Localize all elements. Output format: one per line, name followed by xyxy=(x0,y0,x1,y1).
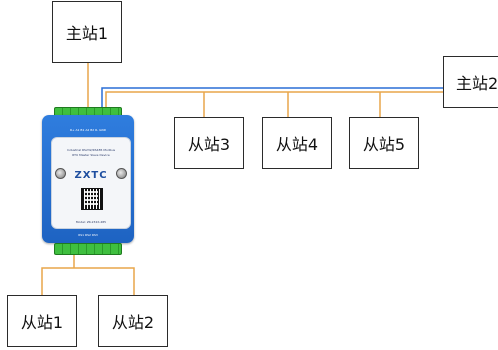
device-title-line1: Industrial RS232/RS485 Modbus xyxy=(66,148,116,152)
device-model: Model: ZK-232X-485 xyxy=(75,220,107,224)
slave-station-1: 从站1 xyxy=(7,295,77,347)
slave-station-5-label: 从站5 xyxy=(362,135,406,154)
device-front-panel: Industrial RS232/RS485 Modbus RTU Master… xyxy=(51,137,131,229)
qr-code-icon xyxy=(81,188,103,210)
modbus-gateway-device: R+ A1 B1 A2 B2 R- GND Industrial RS232/R… xyxy=(40,107,136,255)
slave-station-3-label: 从站3 xyxy=(187,135,231,154)
wire-bus-orange xyxy=(105,91,443,114)
master-station-2: 主站2 xyxy=(443,56,498,108)
wire-bottom-bus xyxy=(41,267,135,295)
device-title-line2: RTU Master Slave Device xyxy=(72,153,110,157)
slave-station-5: 从站5 xyxy=(349,117,419,169)
slave-station-3: 从站3 xyxy=(174,117,244,169)
slave-station-2-label: 从站2 xyxy=(111,313,155,332)
master-station-1: 主站1 xyxy=(52,1,122,63)
master-station-2-label: 主站2 xyxy=(456,74,498,93)
slave-station-1-label: 从站1 xyxy=(20,313,64,332)
bottom-terminal-block xyxy=(54,243,122,255)
device-brand: ZXTC xyxy=(74,170,108,181)
right-screw-icon xyxy=(116,168,127,179)
slave-station-2: 从站2 xyxy=(98,295,168,347)
wire-bus-blue xyxy=(101,87,443,114)
top-terminal-text: R+ A1 B1 A2 B2 R- GND xyxy=(69,128,107,132)
left-screw-icon xyxy=(55,168,66,179)
master-station-1-label: 主站1 xyxy=(65,24,109,43)
slave-station-4: 从站4 xyxy=(262,117,332,169)
device-body: R+ A1 B1 A2 B2 R- GND Industrial RS232/R… xyxy=(42,115,134,243)
bottom-terminal-text: RS1 RS2 RS3 xyxy=(78,233,98,237)
slave-station-4-label: 从站4 xyxy=(275,135,319,154)
